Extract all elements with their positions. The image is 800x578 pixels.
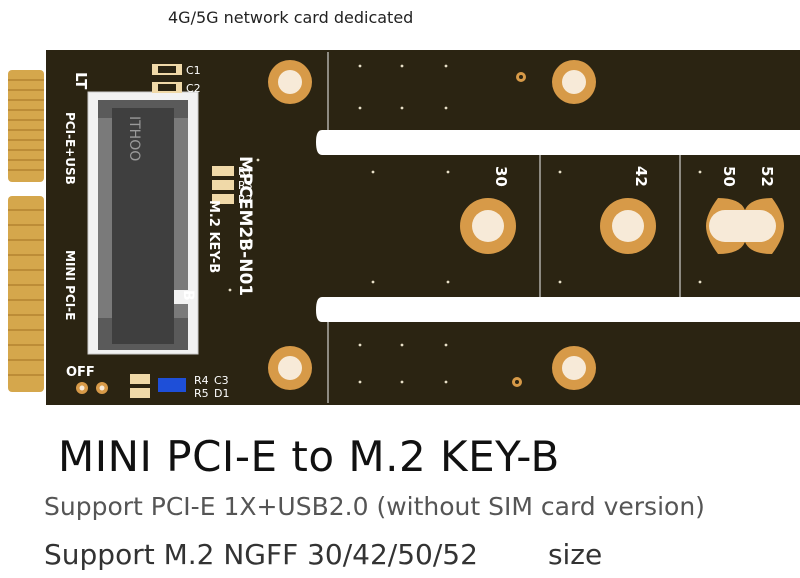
silk-size-30: 30 bbox=[492, 166, 510, 187]
silk-chip-ithoo: ITHOO bbox=[126, 116, 142, 161]
silk-c2: C2 bbox=[186, 82, 201, 95]
pcb-adapter-photo: LT PCI-E+USB MINI PCI-E ITHOO MPCEM2B-N0… bbox=[8, 50, 800, 405]
silk-mini-pcie: MINI PCI-E bbox=[63, 250, 77, 320]
silk-model: MPCEM2B-N01 bbox=[235, 156, 255, 296]
silk-r2: R2 bbox=[238, 193, 253, 206]
mounting-holes bbox=[268, 60, 784, 390]
silk-r4: R4 bbox=[194, 374, 209, 387]
support-line-2-suffix: size bbox=[547, 538, 603, 571]
silk-c3: C3 bbox=[214, 374, 229, 387]
silk-c1: C1 bbox=[186, 64, 201, 77]
silk-size-52: 52 bbox=[758, 166, 776, 187]
silk-d1: D1 bbox=[214, 387, 229, 400]
silk-r1: R1 bbox=[238, 165, 253, 178]
silk-size-42: 42 bbox=[632, 166, 650, 187]
edge-connector-fingers bbox=[8, 70, 44, 392]
silk-off: OFF bbox=[66, 365, 95, 380]
support-line-2-prefix: Support M.2 NGFF 30/42/50/52 bbox=[44, 538, 478, 571]
support-line-1: Support PCI-E 1X+USB2.0 (without SIM car… bbox=[44, 492, 705, 521]
product-headline: MINI PCI-E to M.2 KEY-B bbox=[58, 432, 560, 481]
silk-key-label: M.2 KEY-B bbox=[206, 200, 221, 273]
top-caption: 4G/5G network card dedicated bbox=[168, 8, 414, 27]
silk-pcie-usb: PCI-E+USB bbox=[63, 112, 77, 185]
silk-r3: R3 bbox=[238, 179, 253, 192]
m2-connector bbox=[87, 91, 199, 355]
silk-r5: R5 bbox=[194, 387, 209, 400]
silk-lt: LT bbox=[72, 72, 90, 90]
pcb-board bbox=[46, 50, 800, 405]
support-line-2: Support M.2 NGFF 30/42/50/52 size bbox=[44, 538, 602, 571]
smd-components bbox=[76, 64, 234, 398]
silk-key-letter: B bbox=[180, 290, 196, 301]
silk-size-50: 50 bbox=[720, 166, 738, 187]
